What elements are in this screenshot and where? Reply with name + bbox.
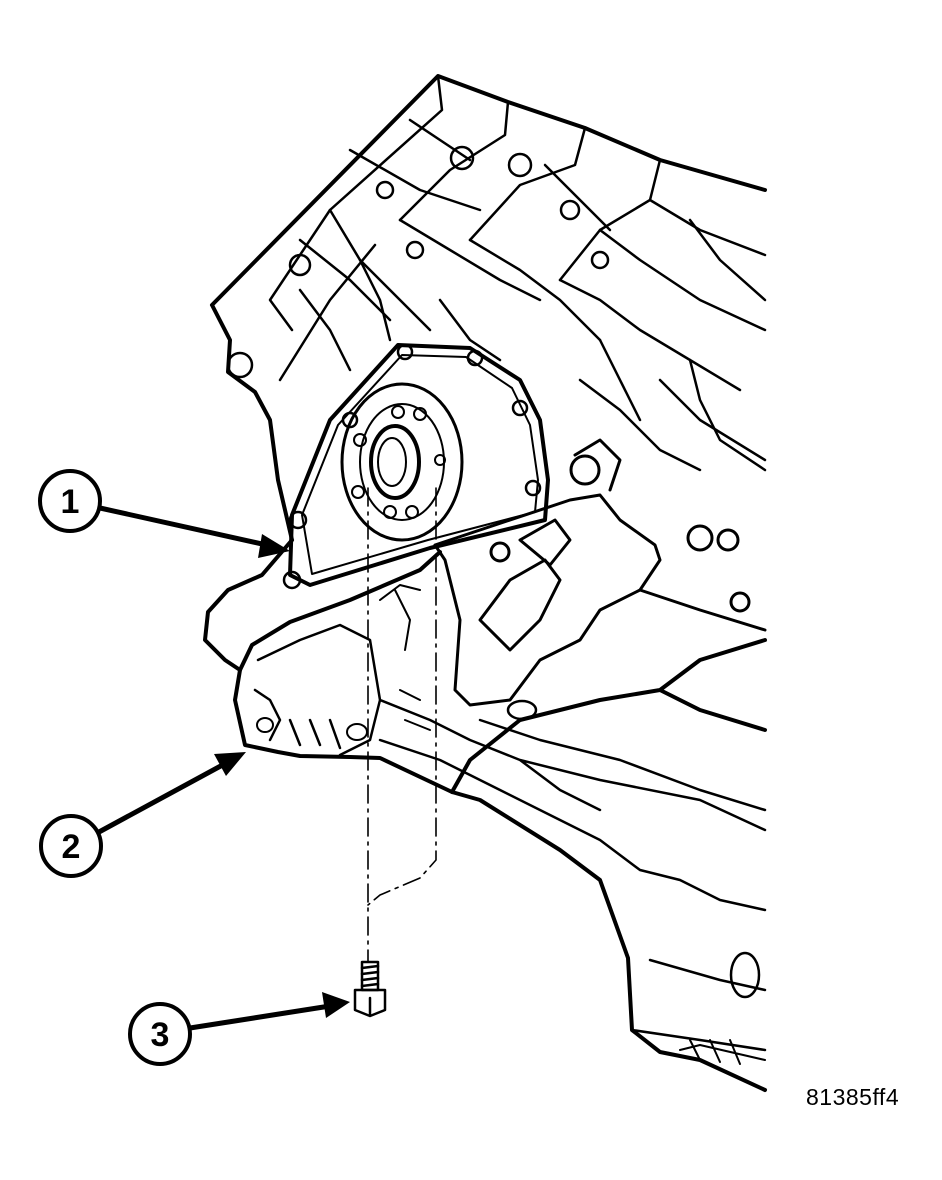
callout-1: 1	[38, 469, 290, 558]
callout-3-label: 3	[151, 1016, 170, 1054]
block-ribs	[268, 74, 767, 472]
callout-1-leader	[99, 505, 281, 551]
block-bores	[226, 145, 610, 379]
oil-pan-bolt	[353, 960, 387, 1018]
callout-1-label: 1	[61, 483, 80, 521]
callout-2-leader	[97, 759, 230, 835]
rear-seal-retainer	[282, 343, 550, 590]
oil-pan	[238, 550, 767, 1065]
figure-id-label: 81385ff4	[806, 1084, 900, 1110]
callout-3-leader	[189, 1003, 331, 1031]
callout-3: 3	[128, 992, 350, 1066]
callout-2: 2	[39, 752, 246, 878]
installation-centerlines	[367, 487, 437, 963]
callout-2-label: 2	[62, 828, 81, 866]
engine-block-outline	[203, 74, 767, 1092]
engine-bracket	[433, 438, 767, 707]
